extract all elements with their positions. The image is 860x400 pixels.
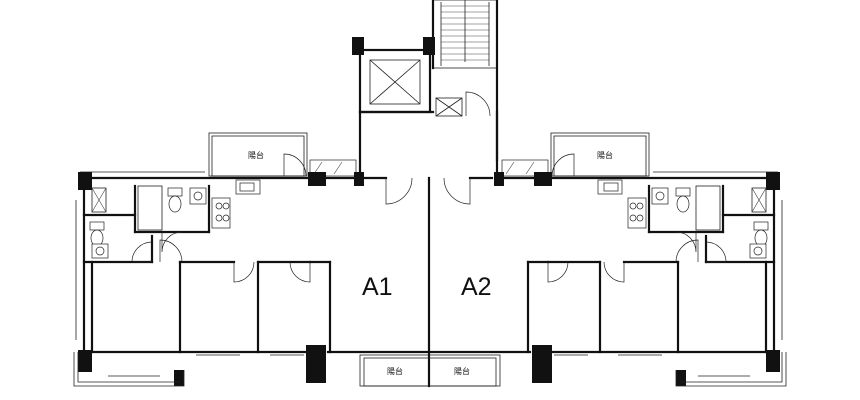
balcony-label-bottom-left: 陽台 [387, 366, 403, 376]
door-icon [675, 231, 697, 253]
stove-icon [629, 202, 644, 222]
door-icon [465, 91, 491, 117]
unit-a2 [526, 179, 787, 387]
door-icon [289, 261, 311, 283]
toilet-icon [167, 187, 183, 213]
sink-icon [189, 187, 207, 205]
elevator-icon [369, 59, 421, 105]
sink-icon [91, 243, 109, 259]
balcony-label-upper-left: 陽台 [248, 150, 264, 160]
unit-a1 [73, 179, 332, 387]
balcony-label-upper-right: 陽台 [597, 150, 613, 160]
stair-icon [440, 0, 490, 66]
sink-icon [239, 182, 255, 192]
sink-icon [749, 243, 767, 259]
unit-label-a2: A2 [461, 273, 492, 301]
door-icon [443, 177, 471, 205]
door-icon [283, 153, 307, 177]
door-icon [131, 241, 153, 263]
balcony-label-bottom-right: 陽台 [454, 366, 470, 376]
door-icon [233, 261, 255, 283]
balcony-bottom: 陽台 陽台 [359, 354, 501, 387]
exterior-walls [78, 171, 780, 354]
door-icon [551, 153, 575, 177]
sink-icon [603, 182, 619, 192]
stove-icon [215, 202, 230, 222]
unit-label-a1: A1 [362, 273, 393, 301]
balcony-upper-right: 陽台 [550, 132, 650, 177]
door-icon [159, 239, 183, 263]
toilet-icon [675, 187, 691, 213]
sink-icon [651, 187, 669, 205]
balcony-upper-left: 陽台 [208, 132, 308, 177]
door-icon [161, 231, 183, 253]
door-icon [705, 241, 727, 263]
elevator-shaft [352, 37, 499, 180]
door-icon [675, 239, 699, 263]
door-icon [547, 261, 569, 283]
door-icon [603, 261, 625, 283]
toilet-icon [89, 221, 105, 247]
door-icon [385, 177, 413, 205]
column-icon [78, 172, 780, 386]
stair-core [431, 0, 499, 162]
toilet-icon [753, 221, 769, 247]
